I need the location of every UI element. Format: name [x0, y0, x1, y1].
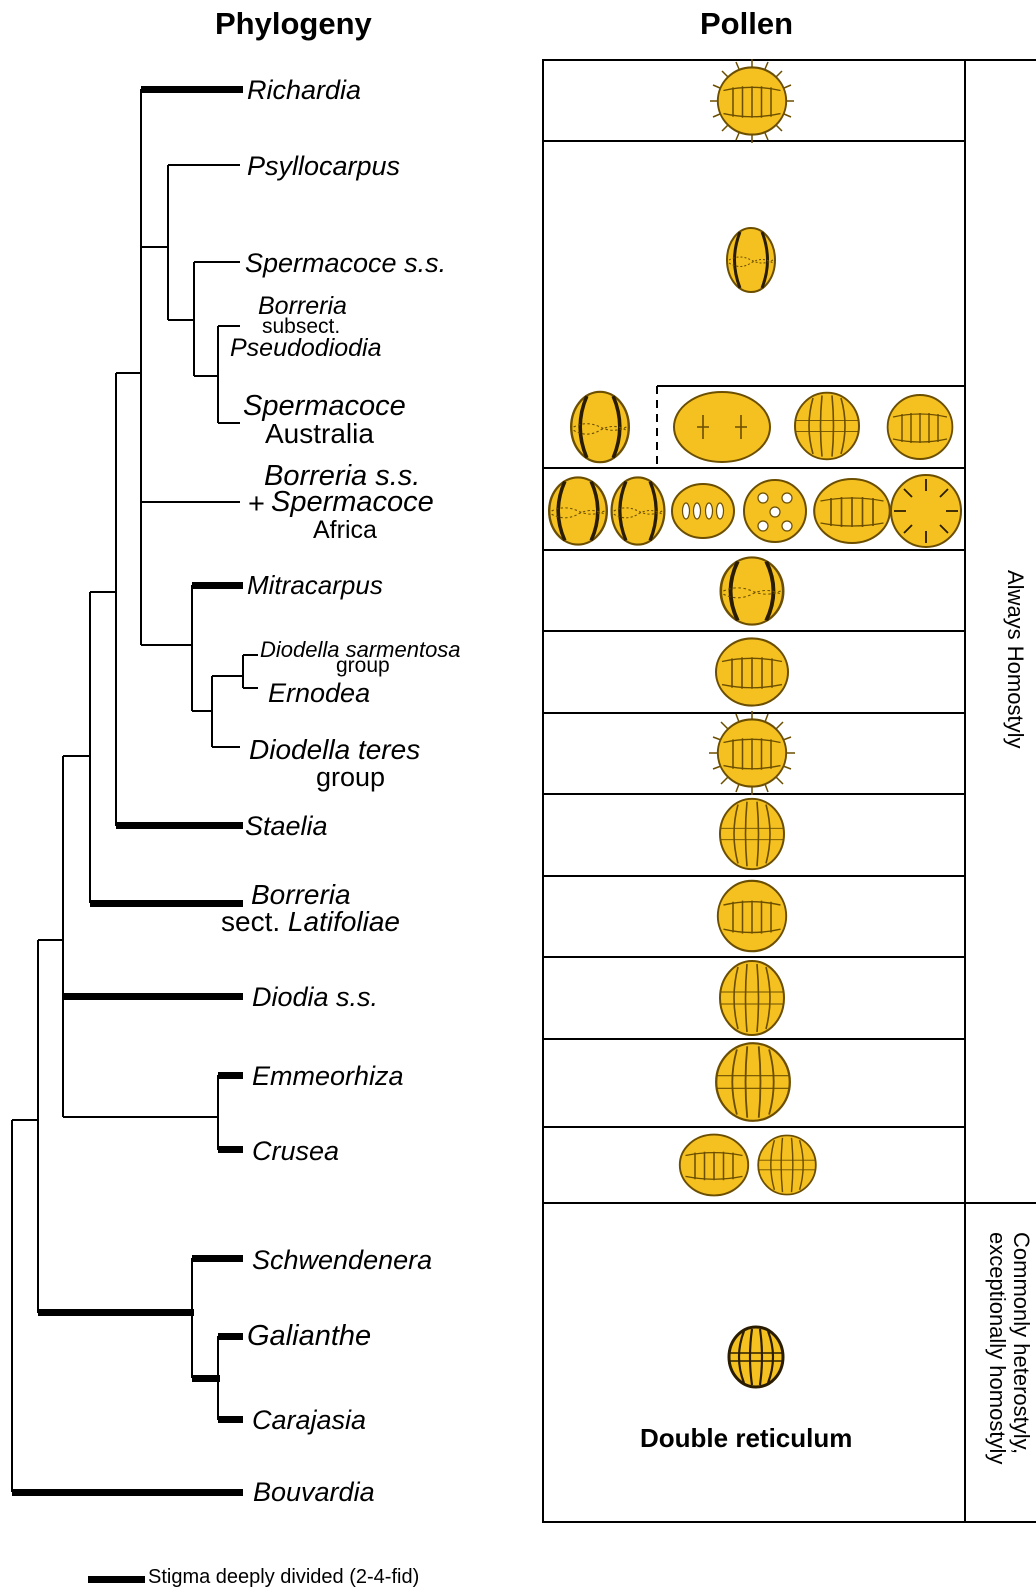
taxon-emmeorhiza: Emmeorhiza: [252, 1061, 404, 1091]
double-reticulum-label: Double reticulum: [640, 1423, 853, 1453]
taxon-borreria-ss: Borreria s.s.: [264, 460, 421, 492]
taxon-staelia: Staelia: [245, 811, 328, 841]
thick-branch-richardia: [141, 86, 243, 93]
taxon-borreria-latifoliae: Borreria: [251, 879, 351, 910]
pollen-grain-crusea-2: [757, 1134, 817, 1196]
pollen-grain-diodella-teres: [709, 711, 795, 795]
thick-branch-mitracarpus: [192, 582, 243, 589]
taxon-richardia: Richardia: [247, 75, 362, 105]
pollen-table-frame: [542, 59, 1036, 1523]
pollen-grain-australia-oval: [673, 391, 771, 463]
taxon-africa: Africa: [313, 516, 377, 544]
pollen-grain-richardia: [710, 59, 794, 143]
taxon-diodella-teres: Diodella teres: [249, 734, 421, 765]
taxon-schwendenera: Schwendenera: [252, 1245, 433, 1275]
pollen-grain-africa-1: [547, 475, 609, 547]
taxon-diodella-sarmentosa-group: group: [336, 654, 390, 677]
thick-branch-borreria-lat: [90, 900, 243, 907]
pollen-grain-borreria-latifoliae: [716, 879, 788, 953]
pollen-grain-spermacoce: [725, 226, 777, 294]
taxon-diodella-sarmentosa: Diodella sarmentosa: [260, 637, 461, 662]
phylogeny-header: Phylogeny: [215, 6, 372, 41]
taxon-spermacoce-ss-name: Spermacoce: [245, 248, 397, 278]
taxon-australia: Australia: [265, 418, 374, 449]
thick-branch-diodia: [63, 993, 243, 1000]
pollen-grain-crusea-1: [678, 1133, 750, 1197]
legend-label: Stigma deeply divided (2-4-fid): [148, 1566, 420, 1587]
pollen-grain-australia-3: [794, 391, 860, 461]
side-label-heterostyly-line2: exceptionally homostyly: [985, 1232, 1010, 1465]
thick-branch-emmeorhiza: [218, 1072, 243, 1079]
pollen-header: Pollen: [700, 6, 794, 41]
taxon-sect: sect.: [221, 906, 281, 937]
thick-branch-schwendenera: [192, 1255, 243, 1262]
pollen-grain-africa-radial: [890, 474, 962, 548]
pollen-grain-africa-periporate: [743, 479, 807, 543]
pollen-grain-double-reticulum: [727, 1325, 785, 1389]
taxon-latifoliae-line: sect. Latifoliae: [221, 908, 400, 936]
taxon-crusea: Crusea: [252, 1136, 340, 1166]
thick-branch-staelia: [116, 822, 243, 829]
taxon-borreria-subsect: Borreria: [258, 292, 347, 320]
pollen-grain-ernodea: [714, 637, 790, 707]
side-label-homostyly: Always Homostyly: [1003, 570, 1028, 749]
thick-branch-galianthe-clade: [38, 1309, 194, 1316]
thick-branch-bouvardia: [12, 1489, 243, 1496]
taxon-diodella-teres-group: group: [316, 762, 386, 792]
taxon-plus-sign: +: [248, 488, 265, 520]
taxon-spermacoce-australia: Spermacoce: [243, 390, 406, 422]
pollen-grain-australia-4: [886, 394, 954, 460]
taxon-spermacoce-africa: Spermacoce: [271, 486, 434, 518]
pollen-grain-africa-3: [671, 483, 735, 539]
taxon-latifoliae: Latifoliae: [287, 906, 401, 937]
thick-branch-galianthe-node: [192, 1375, 220, 1382]
thick-branch-galianthe: [218, 1333, 243, 1340]
taxon-galianthe: Galianthe: [247, 1320, 372, 1352]
taxon-pseudodiodia: Pseudodiodia: [230, 334, 382, 362]
pollen-grain-africa-band: [813, 477, 891, 545]
taxon-carajasia: Carajasia: [252, 1405, 367, 1435]
taxon-spermacoce-ss: Spermacoce s.s.: [245, 249, 446, 277]
phylogeny-tree: [11, 86, 258, 1496]
pollen-grain-mitracarpus: [718, 555, 786, 627]
taxon-borreria-subsect-rank: subsect.: [262, 315, 341, 338]
legend-thick-line: [88, 1576, 145, 1583]
taxon-mitracarpus: Mitracarpus: [247, 570, 383, 600]
side-label-heterostyly-line1: Commonly heterostyly,: [1009, 1232, 1034, 1455]
pollen-grain-africa-2: [609, 475, 667, 547]
taxon-bouvardia: Bouvardia: [253, 1477, 375, 1507]
thick-branch-carajasia: [218, 1416, 243, 1423]
taxon-ernodea: Ernodea: [268, 678, 371, 708]
thick-branch-crusea: [218, 1146, 243, 1153]
pollen-grain-diodia: [719, 960, 785, 1036]
taxon-spermacoce-ss-suffix: s.s.: [404, 248, 447, 278]
taxon-psyllocarpus: Psyllocarpus: [247, 151, 401, 181]
pollen-grain-emmeorhiza: [715, 1042, 791, 1122]
taxon-diodia-ss: Diodia s.s.: [252, 982, 379, 1012]
side-label-heterostyly: Commonly heterostyly, exceptionally homo…: [985, 1232, 1034, 1522]
pollen-grain-staelia: [719, 797, 785, 871]
pollen-grain-australia-1: [569, 389, 631, 465]
